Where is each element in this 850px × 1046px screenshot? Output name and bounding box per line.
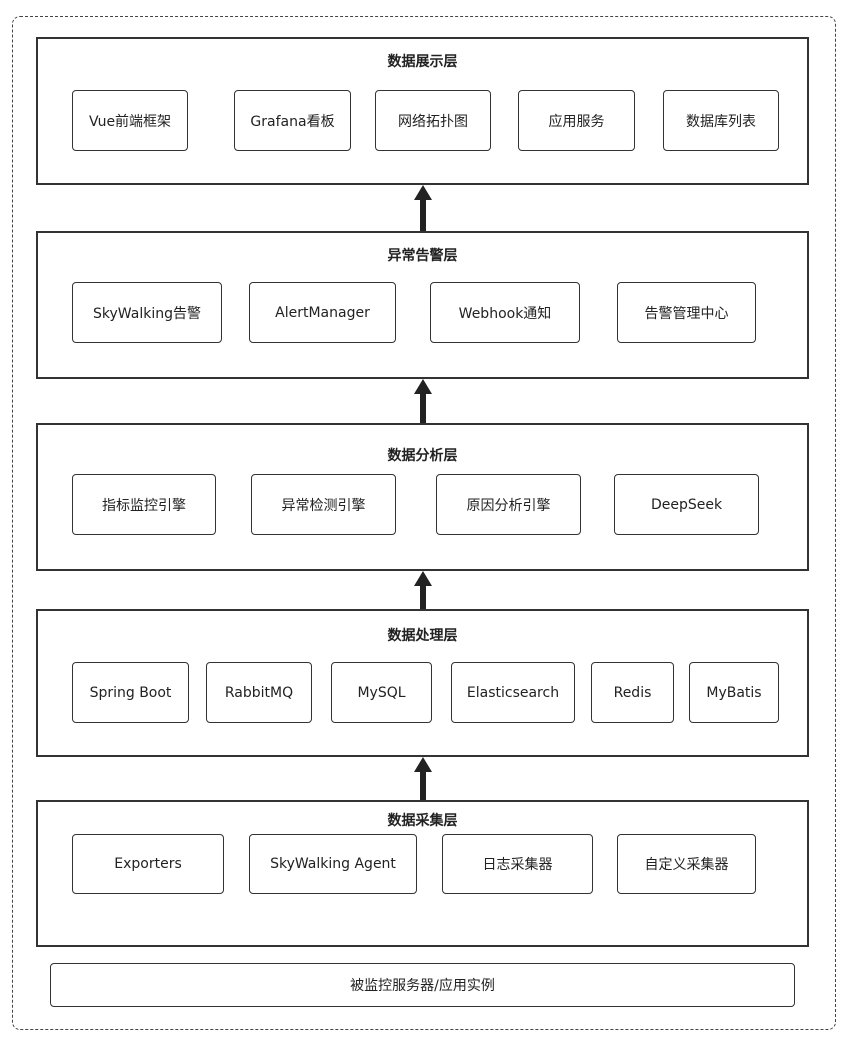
component-box: DeepSeek xyxy=(614,474,759,535)
component-box: 指标监控引擎 xyxy=(72,474,216,535)
component-box: 告警管理中心 xyxy=(617,282,756,343)
component-box: 日志采集器 xyxy=(442,834,593,894)
layer-title: 数据处理层 xyxy=(387,628,458,644)
diagram-frame xyxy=(12,16,836,1030)
component-box: 自定义采集器 xyxy=(617,834,756,894)
component-box: SkyWalking Agent xyxy=(249,834,417,894)
layer-title: 数据分析层 xyxy=(387,448,458,464)
component-box: Redis xyxy=(591,662,674,723)
component-box: Webhook通知 xyxy=(430,282,580,343)
up-arrow-icon xyxy=(414,379,432,424)
component-box: 数据库列表 xyxy=(663,90,779,151)
component-box: Elasticsearch xyxy=(451,662,575,723)
component-box: 网络拓扑图 xyxy=(375,90,491,151)
layer-title: 异常告警层 xyxy=(387,248,458,264)
up-arrow-icon xyxy=(414,185,432,232)
monitored-servers-box: 被监控服务器/应用实例 xyxy=(50,963,795,1007)
component-box: AlertManager xyxy=(249,282,396,343)
component-box: Grafana看板 xyxy=(234,90,351,151)
layer-title: 数据展示层 xyxy=(387,54,458,70)
component-box: Vue前端框架 xyxy=(72,90,188,151)
layer-title: 数据采集层 xyxy=(387,813,458,829)
up-arrow-icon xyxy=(414,571,432,610)
up-arrow-icon xyxy=(414,757,432,800)
component-box: RabbitMQ xyxy=(206,662,312,723)
component-box: 异常检测引擎 xyxy=(251,474,396,535)
component-box: 应用服务 xyxy=(518,90,635,151)
component-box: MySQL xyxy=(331,662,432,723)
component-box: Spring Boot xyxy=(72,662,189,723)
component-box: Exporters xyxy=(72,834,224,894)
component-box: MyBatis xyxy=(689,662,779,723)
component-box: 原因分析引擎 xyxy=(436,474,581,535)
component-box: SkyWalking告警 xyxy=(72,282,222,343)
